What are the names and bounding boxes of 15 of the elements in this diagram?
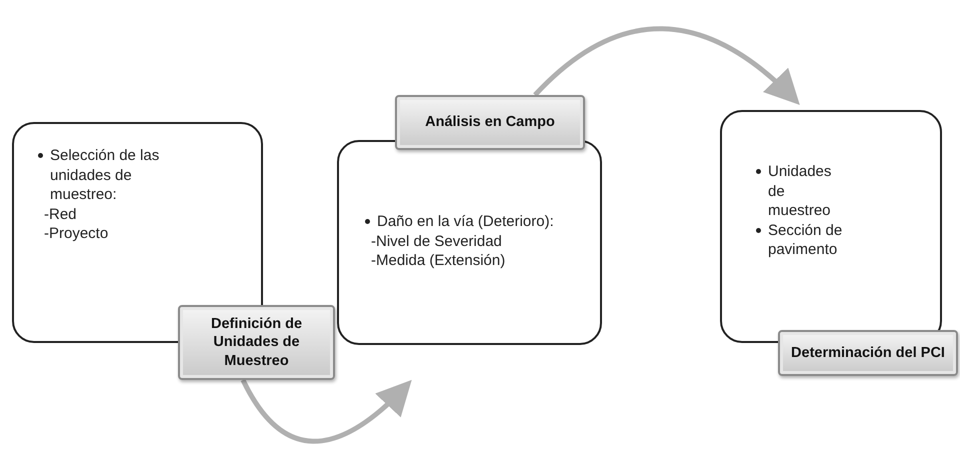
bullet-text: Unidades de muestreo <box>768 163 832 219</box>
bullet-text: Selección de las unidades de muestreo: <box>50 147 160 203</box>
label-box: Determinación del PCI <box>778 330 958 376</box>
curved-arrow <box>533 26 800 105</box>
label-box: Análisis en Campo <box>395 95 585 150</box>
label-box: Definición de Unidades de Muestreo <box>178 305 335 380</box>
bullet-text: -Nivel de Severidad <box>371 232 502 250</box>
curved-arrow <box>240 378 412 444</box>
bullet-text: -Medida (Extensión) <box>371 252 506 269</box>
bullet-text: -Proyecto <box>44 225 108 242</box>
step-card <box>337 140 602 345</box>
bullet-text: Daño en la vía (Deterioro): <box>377 213 554 230</box>
step-card <box>720 110 942 343</box>
bullet-text: -Red <box>44 206 77 222</box>
bullet-text: Sección de pavimento <box>768 222 842 258</box>
